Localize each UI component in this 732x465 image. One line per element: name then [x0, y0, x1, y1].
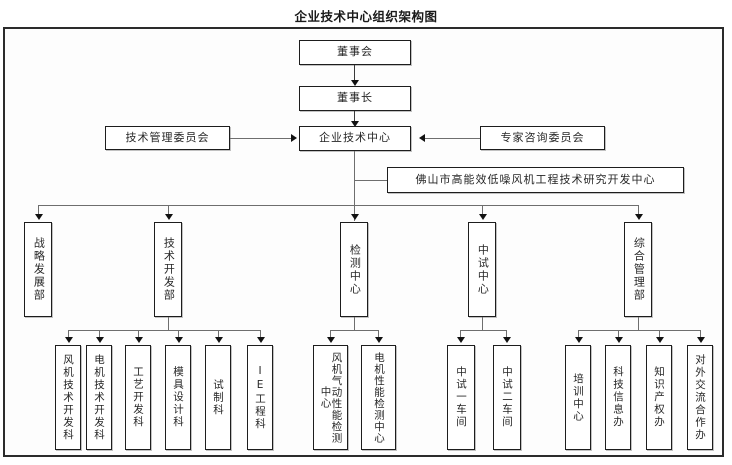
drop-techdev-4: [218, 330, 219, 339]
connector-chairman-to-center: [354, 111, 356, 123]
stem-admin: [638, 317, 639, 330]
arrow-dept-2: [351, 214, 359, 220]
drop-techdev-3: [178, 330, 179, 339]
connector-research-center: [355, 180, 387, 181]
drop-dept-4: [638, 205, 639, 216]
bus-pilot: [460, 330, 507, 331]
arrow-dept-4: [635, 214, 643, 220]
node-dept-pilot-center[interactable]: 中试中心: [468, 222, 496, 317]
arrow-techdev-0: [65, 337, 73, 343]
drop-pilot-1: [506, 330, 507, 339]
arrow-dept-1: [165, 214, 173, 220]
node-research-center[interactable]: 佛山市高能效低噪风机工程技术研究开发中心: [387, 167, 684, 193]
page-title: 企业技术中心组织架构图: [294, 9, 438, 24]
stem-testing: [354, 317, 355, 330]
drop-techdev-2: [138, 330, 139, 339]
node-tech-management-committee[interactable]: 技术管理委员会: [105, 126, 230, 150]
arrow-right-committee: [419, 134, 425, 142]
drop-admin-0: [578, 330, 579, 339]
drop-testing-1: [378, 330, 379, 339]
arrow-techdev-5: [257, 337, 265, 343]
connector-center-spine: [354, 151, 355, 221]
stem-tech-dev: [168, 317, 169, 330]
drop-admin-1: [618, 330, 619, 339]
arrow-techdev-2: [135, 337, 143, 343]
node-process-dev-section[interactable]: 工艺开发科: [125, 345, 151, 450]
node-dept-testing-center[interactable]: 检测中心: [340, 222, 368, 317]
node-sci-tech-info-office[interactable]: 科技信息办: [605, 345, 631, 450]
arrow-techdev-1: [96, 337, 104, 343]
node-enterprise-tech-center[interactable]: 企业技术中心: [299, 126, 411, 151]
arrow-chairman-to-center: [351, 121, 359, 127]
node-expert-advisory-committee[interactable]: 专家咨询委员会: [480, 126, 605, 150]
drop-dept-3: [482, 205, 483, 216]
connector-board-to-chairman: [354, 65, 356, 82]
arrow-admin-2: [656, 337, 664, 343]
drop-dept-0: [38, 205, 39, 216]
node-board[interactable]: 董事会: [299, 40, 411, 65]
arrow-testing-0: [327, 337, 335, 343]
node-pilot-workshop-2[interactable]: 中试二车间: [493, 345, 521, 450]
node-mold-design-section[interactable]: 模具设计科: [165, 345, 191, 450]
node-training-center[interactable]: 培训中心: [565, 345, 591, 450]
arrow-techdev-3: [175, 337, 183, 343]
node-motor-tech-dev-section[interactable]: 电机技术开发科: [86, 345, 112, 450]
node-ip-office[interactable]: 知识产权办: [646, 345, 672, 450]
arrow-dept-3: [479, 214, 487, 220]
drop-techdev-0: [68, 330, 69, 339]
arrow-pilot-1: [503, 337, 511, 343]
node-dept-tech-development[interactable]: 技术开发部: [154, 222, 182, 317]
node-motor-performance-testing-center[interactable]: 电机性能检测中心: [361, 345, 396, 450]
arrow-admin-1: [615, 337, 623, 343]
drop-techdev-5: [260, 330, 261, 339]
arrow-admin-3: [697, 337, 705, 343]
bus-testing: [330, 330, 379, 331]
arrow-pilot-0: [457, 337, 465, 343]
drop-admin-3: [700, 330, 701, 339]
node-dept-general-admin[interactable]: 综合管理部: [624, 222, 652, 317]
arrow-board-to-chairman: [351, 80, 359, 86]
department-bus: [38, 205, 638, 206]
stem-pilot: [482, 317, 483, 330]
connector-right-committee: [425, 138, 480, 139]
node-trial-production-section[interactable]: 试制科: [205, 345, 231, 450]
node-pilot-workshop-1[interactable]: 中试一车间: [447, 345, 475, 450]
node-external-cooperation-office[interactable]: 对外交流合作办: [687, 345, 713, 450]
node-chairman[interactable]: 董事长: [299, 86, 411, 111]
bus-admin: [578, 330, 700, 331]
drop-admin-2: [659, 330, 660, 339]
connector-left-committee: [230, 138, 292, 139]
node-ie-engineering-section[interactable]: IE工程科: [247, 345, 273, 450]
arrow-testing-1: [375, 337, 383, 343]
node-fan-tech-dev-section[interactable]: 风机技术开发科: [55, 345, 81, 450]
node-fan-aero-testing-center[interactable]: 风机气动性能检测中心: [313, 345, 348, 450]
drop-dept-2: [354, 205, 355, 216]
node-dept-strategy[interactable]: 战略发展部: [24, 222, 52, 317]
arrow-dept-0: [35, 214, 43, 220]
bus-tech-dev: [68, 330, 260, 331]
arrow-techdev-4: [215, 337, 223, 343]
arrow-admin-0: [575, 337, 583, 343]
arrow-left-committee: [291, 134, 297, 142]
drop-pilot-0: [460, 330, 461, 339]
drop-testing-0: [330, 330, 331, 339]
drop-dept-1: [168, 205, 169, 216]
drop-techdev-1: [99, 330, 100, 339]
